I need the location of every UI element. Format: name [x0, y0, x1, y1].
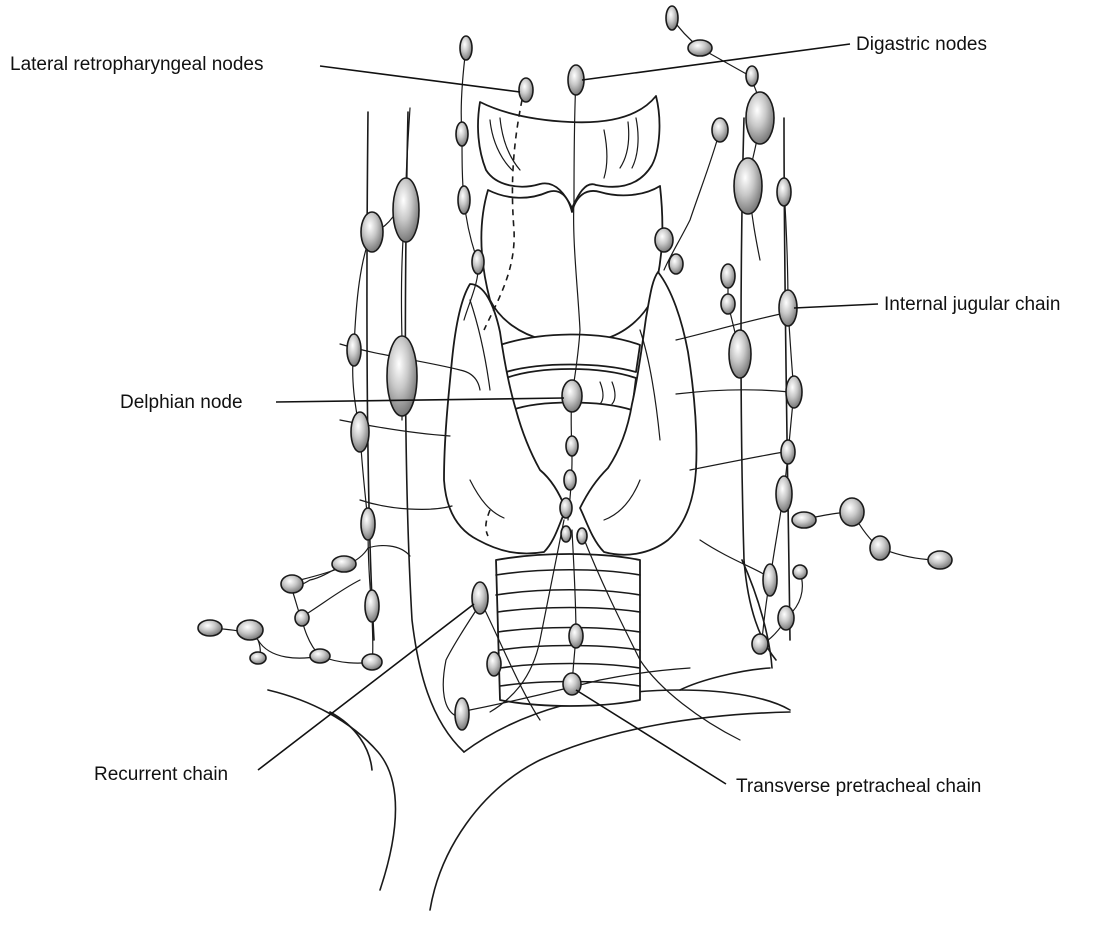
lymph-node — [792, 512, 816, 528]
lymph-node — [332, 556, 356, 572]
lymph-node — [793, 565, 807, 579]
label-internal-jugular-chain: Internal jugular chain — [884, 294, 1060, 315]
lymph-node — [250, 652, 266, 664]
lymph-node — [870, 536, 890, 560]
lymph-node — [458, 186, 470, 214]
lymph-node — [729, 330, 751, 378]
lymph-node — [562, 380, 582, 412]
lymph-node — [455, 698, 469, 730]
lymph-node — [776, 476, 792, 512]
lymph-node — [746, 66, 758, 86]
lymph-node — [351, 412, 369, 452]
lymph-node — [781, 440, 795, 464]
lymph-node — [387, 336, 417, 416]
label-recurrent-chain: Recurrent chain — [94, 764, 228, 785]
lymph-node — [460, 36, 472, 60]
lymph-node — [237, 620, 263, 640]
lymph-node — [577, 528, 587, 544]
label-lateral-retropharyngeal-nodes: Lateral retropharyngeal nodes — [10, 54, 264, 75]
lymph-node — [560, 498, 572, 518]
lymph-node — [472, 250, 484, 274]
lymph-node — [721, 264, 735, 288]
lymph-node — [361, 508, 375, 540]
label-digastric-nodes: Digastric nodes — [856, 34, 987, 55]
lymph-node — [712, 118, 728, 142]
lymph-node — [655, 228, 673, 252]
lymph-node — [310, 649, 330, 663]
lymph-node — [566, 436, 578, 456]
lymph-node — [928, 551, 952, 569]
lymph-node — [778, 606, 794, 630]
lymph-node — [669, 254, 683, 274]
lymph-node — [472, 582, 488, 614]
lymph-node — [777, 178, 791, 206]
lymph-node — [568, 65, 584, 95]
thyroid-cartilage — [481, 186, 662, 340]
lymph-node — [734, 158, 762, 214]
lymph-node — [688, 40, 712, 56]
lymph-node — [361, 212, 383, 252]
lymph-node — [519, 78, 533, 102]
hyoid-bone — [478, 96, 659, 208]
lymph-node — [763, 564, 777, 596]
lymph-node — [456, 122, 468, 146]
lymph-node — [281, 575, 303, 593]
lymph-node — [393, 178, 419, 242]
lymph-node — [564, 470, 576, 490]
lymph-node — [198, 620, 222, 636]
lymph-node — [569, 624, 583, 648]
lymph-node — [295, 610, 309, 626]
label-transverse-pretracheal-chain: Transverse pretracheal chain — [736, 776, 981, 797]
lymph-node — [347, 334, 361, 366]
lymph-node — [362, 654, 382, 670]
lymph-node — [840, 498, 864, 526]
lymph-node — [561, 526, 571, 542]
lymph-node — [721, 294, 735, 314]
lymph-node — [752, 634, 768, 654]
lymph-node — [786, 376, 802, 408]
lymph-node — [487, 652, 501, 676]
lymph-node — [666, 6, 678, 30]
label-delphian-node: Delphian node — [120, 392, 243, 413]
lymph-node — [746, 92, 774, 144]
lymph-node — [365, 590, 379, 622]
